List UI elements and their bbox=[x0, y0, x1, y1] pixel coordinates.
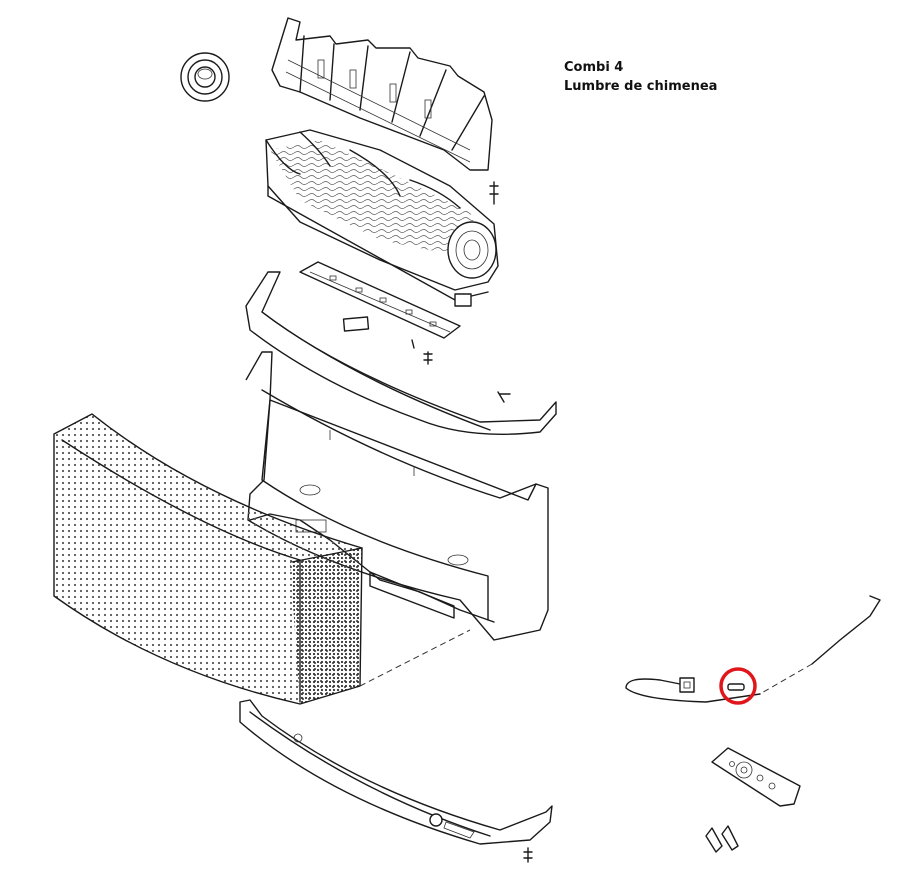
fire-chamber bbox=[245, 351, 549, 641]
caption-description: Lumbre de chimenea bbox=[564, 79, 718, 94]
log-holder-bracket bbox=[271, 17, 499, 205]
log-set bbox=[265, 129, 499, 307]
caption-model: Combi 4 bbox=[564, 60, 624, 75]
mesh-screen bbox=[53, 413, 363, 705]
remote-control bbox=[711, 747, 801, 807]
assembly-guide-line bbox=[359, 629, 471, 687]
control-knob bbox=[180, 52, 230, 102]
cable-harness bbox=[625, 595, 881, 703]
highlight-circle bbox=[719, 667, 757, 705]
batteries bbox=[705, 825, 739, 853]
top-trim bbox=[245, 271, 557, 435]
bottom-trim bbox=[239, 699, 553, 863]
led-circuit-board bbox=[299, 261, 461, 365]
